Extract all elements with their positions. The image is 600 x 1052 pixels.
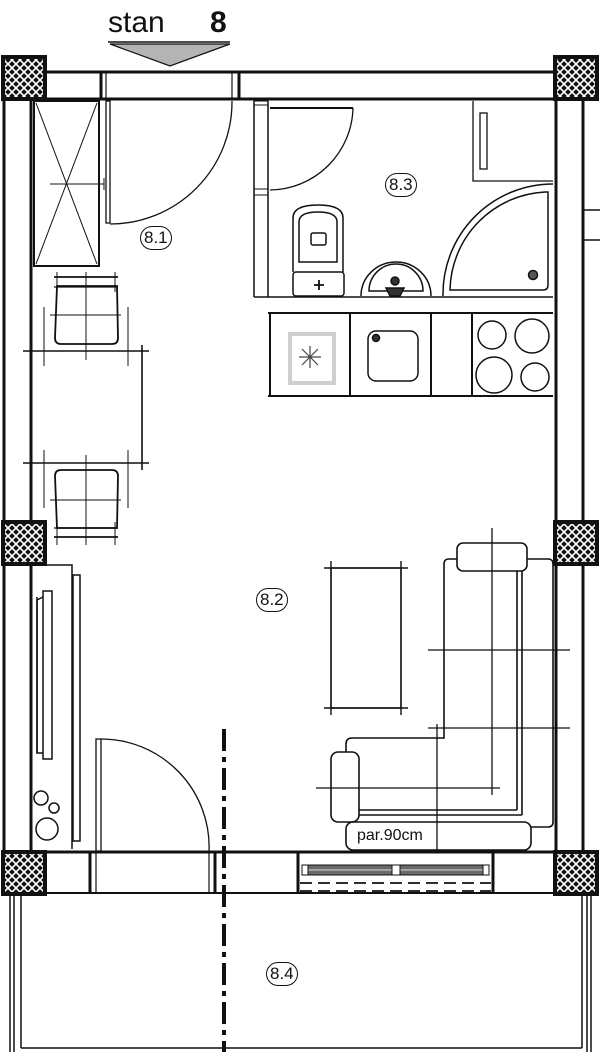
pillar-top-left [1, 55, 47, 101]
coffee-table [324, 561, 408, 715]
dishwasher [288, 332, 336, 385]
balcony-door[interactable] [95, 738, 210, 853]
room-tag-8-1: 8.1 [140, 226, 172, 250]
entrance-arrow-icon [109, 43, 231, 67]
pillar-mid-right [553, 520, 599, 566]
pillar-bottom-right [553, 850, 599, 896]
structural-pillars [1, 55, 599, 896]
plan-title-prefix: stan [108, 6, 165, 39]
room-tag-8-4: 8.4 [266, 962, 298, 986]
washbasin [360, 261, 432, 297]
pillar-bottom-left [1, 850, 47, 896]
kitchen-counter [268, 312, 553, 397]
chair-top [43, 272, 129, 366]
corner-sofa [316, 528, 570, 852]
bathroom-walls [253, 101, 553, 298]
chair-bottom [43, 450, 129, 545]
cooktop [475, 318, 550, 394]
plan-title-number: 8 [210, 6, 227, 39]
dining-table [23, 345, 149, 470]
kitchen-sink [367, 330, 419, 382]
outer-walls [2, 70, 600, 894]
room-tag-8-3: 8.3 [385, 173, 417, 197]
wardrobe [33, 100, 105, 267]
pillar-mid-left [1, 520, 47, 566]
room-tag-8-2: 8.2 [256, 588, 288, 612]
bathroom-cabinet [472, 101, 553, 182]
entry-door[interactable] [105, 100, 233, 225]
toilet [292, 204, 345, 297]
pillar-top-right [553, 55, 599, 101]
sliding-window[interactable] [297, 851, 494, 894]
balcony [9, 895, 592, 1052]
corner-shower [442, 183, 554, 297]
bathroom-door[interactable] [253, 100, 354, 196]
tv-cabinet [33, 564, 81, 849]
sofa-size-note: par.90cm [357, 827, 423, 844]
